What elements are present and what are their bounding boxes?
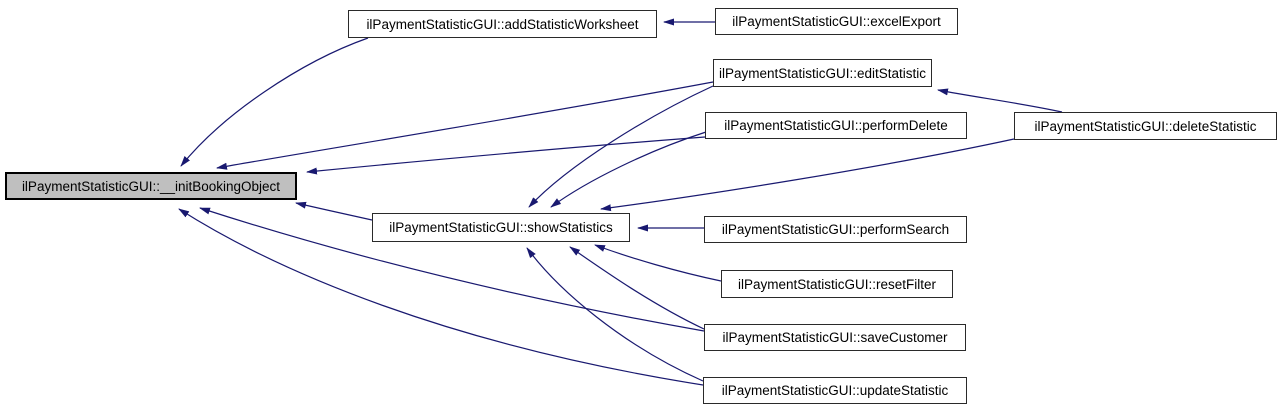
graph-node-label: ilPaymentStatisticGUI::editStatistic <box>718 65 927 81</box>
edge-updateStatistic-to-initBookingObject <box>178 208 704 386</box>
graph-node-updateStatistic[interactable]: ilPaymentStatisticGUI::updateStatistic <box>703 377 967 404</box>
graph-node-initBookingObject: ilPaymentStatisticGUI::__initBookingObje… <box>5 172 297 200</box>
graph-node-label: ilPaymentStatisticGUI::updateStatistic <box>721 383 949 398</box>
graph-node-label: ilPaymentStatisticGUI::excelExport <box>732 14 941 29</box>
graph-node-performSearch[interactable]: ilPaymentStatisticGUI::performSearch <box>704 216 967 243</box>
graph-node-saveCustomer[interactable]: ilPaymentStatisticGUI::saveCustomer <box>704 324 966 351</box>
edge-addStatisticWorksheet-to-initBookingObject <box>180 37 369 167</box>
edge-editStatistic-to-showStatistics <box>528 85 714 208</box>
graph-node-label: ilPaymentStatisticGUI::performDelete <box>724 118 948 133</box>
edge-deleteStatistic-to-showStatistics <box>600 138 1015 212</box>
edge-showStatistics-to-initBookingObject <box>295 201 373 221</box>
graph-node-editStatistic[interactable]: ilPaymentStatisticGUI::editStatistic <box>713 59 932 87</box>
graph-node-addStatisticWorksheet[interactable]: ilPaymentStatisticGUI::addStatisticWorks… <box>348 10 657 38</box>
graph-node-performDelete[interactable]: ilPaymentStatisticGUI::performDelete <box>705 112 967 139</box>
graph-node-label: ilPaymentStatisticGUI::__initBookingObje… <box>21 178 281 194</box>
edge-updateStatistic-to-showStatistics <box>526 247 704 382</box>
graph-node-label: ilPaymentStatisticGUI::addStatisticWorks… <box>366 16 639 32</box>
edge-editStatistic-to-initBookingObject <box>216 81 714 170</box>
graph-node-label: ilPaymentStatisticGUI::deleteStatistic <box>1034 118 1257 134</box>
graph-node-excelExport[interactable]: ilPaymentStatisticGUI::excelExport <box>715 8 958 35</box>
graph-node-resetFilter[interactable]: ilPaymentStatisticGUI::resetFilter <box>721 270 953 298</box>
edge-performDelete-to-initBookingObject <box>306 136 706 175</box>
graph-node-showStatistics[interactable]: ilPaymentStatisticGUI::showStatistics <box>372 213 630 242</box>
graph-node-label: ilPaymentStatisticGUI::saveCustomer <box>722 330 948 345</box>
edge-resetFilter-to-showStatistics <box>594 244 722 282</box>
edge-deleteStatistic-to-editStatistic <box>937 88 1063 113</box>
edge-saveCustomer-to-showStatistics <box>569 246 705 330</box>
edge-performDelete-to-showStatistics <box>550 131 707 208</box>
graph-node-label: ilPaymentStatisticGUI::showStatistics <box>389 220 613 235</box>
graph-node-label: ilPaymentStatisticGUI::resetFilter <box>737 276 937 292</box>
graph-node-deleteStatistic[interactable]: ilPaymentStatisticGUI::deleteStatistic <box>1014 112 1277 140</box>
edge-saveCustomer-to-initBookingObject <box>199 207 705 332</box>
graph-node-label: ilPaymentStatisticGUI::performSearch <box>721 222 950 237</box>
